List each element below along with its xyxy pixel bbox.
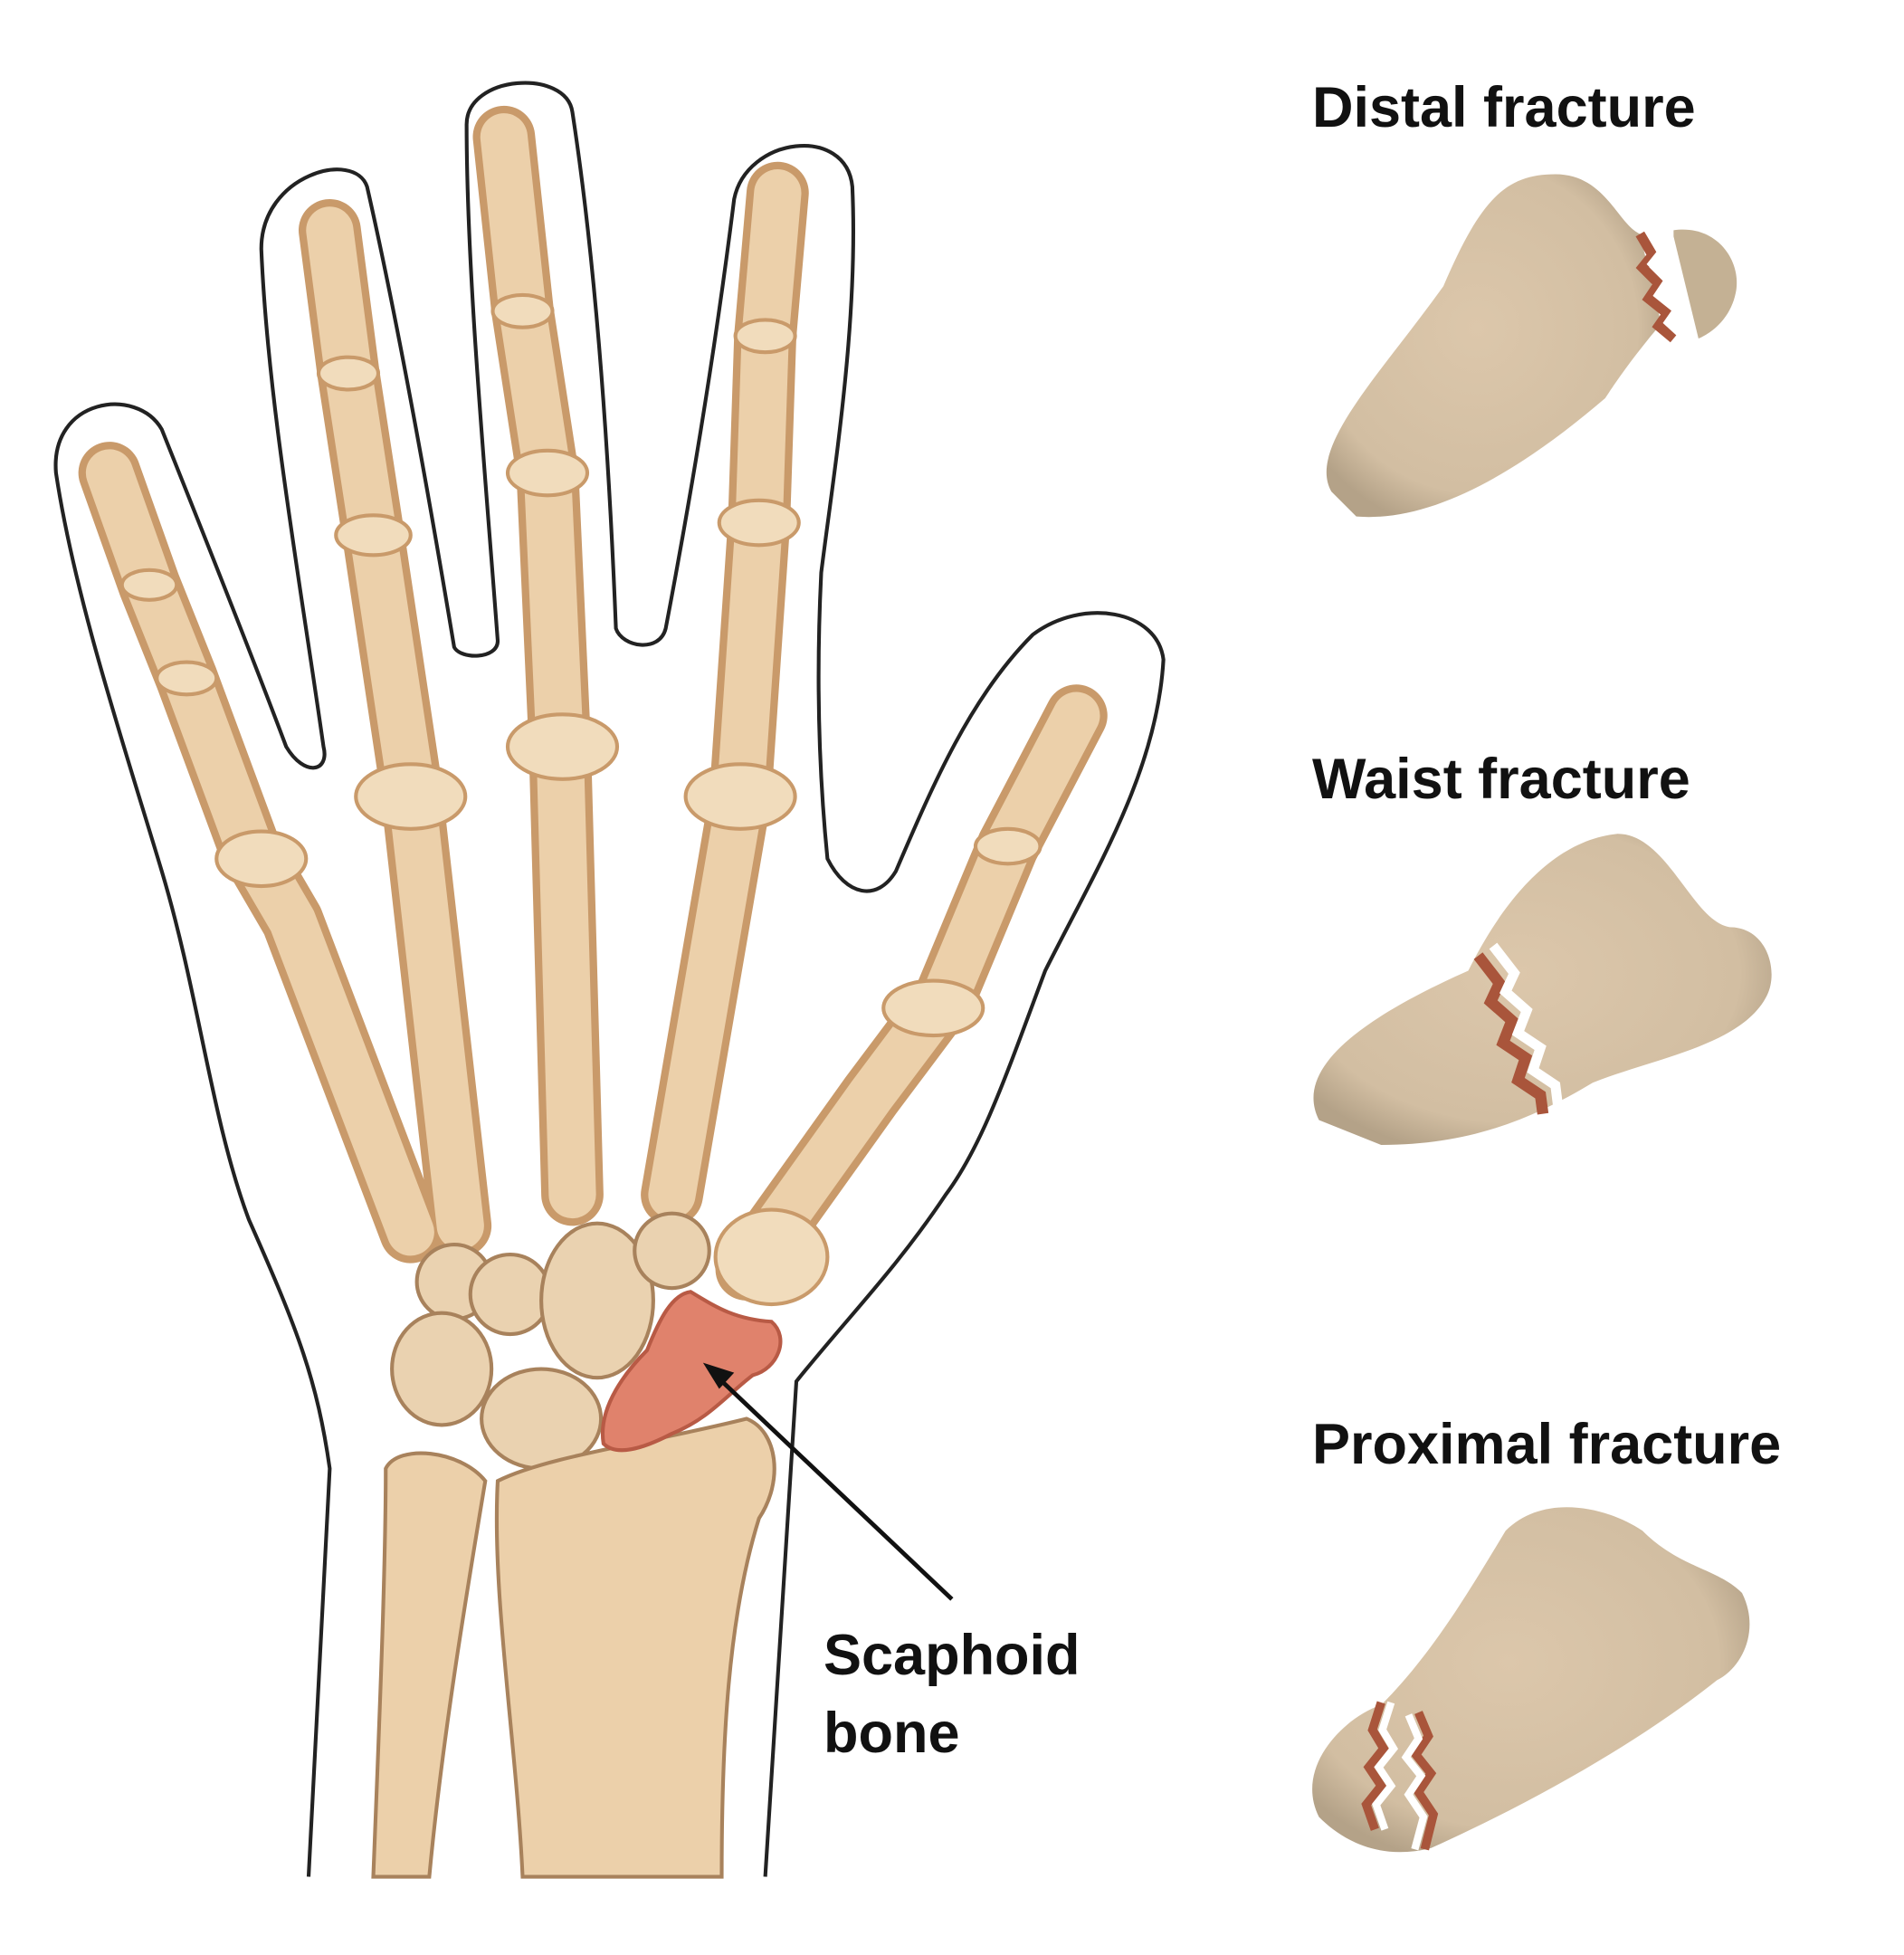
radius-bone xyxy=(494,1416,776,1879)
waist-fracture-title: Waist fracture xyxy=(1312,748,1690,811)
distal-fracture-bone xyxy=(1326,174,1737,518)
proximal-fracture-title: Proximal fracture xyxy=(1312,1413,1782,1476)
finger-bones xyxy=(78,105,1108,1301)
distal-fracture-title: Distal fracture xyxy=(1312,76,1696,139)
scaphoid-bone-highlight xyxy=(600,1290,783,1453)
ulna-bone xyxy=(371,1451,488,1879)
scaphoid-label-line2: bone xyxy=(823,1702,960,1765)
scaphoid-label-line1: Scaphoid xyxy=(823,1624,1081,1687)
carpal-bones xyxy=(390,1211,711,1471)
proximal-fracture-bone xyxy=(1312,1507,1750,1853)
joints xyxy=(119,292,1042,1307)
arrow-pointer xyxy=(702,1362,954,1601)
waist-fracture-bone xyxy=(1313,834,1772,1145)
hand-outline xyxy=(53,81,1166,1877)
